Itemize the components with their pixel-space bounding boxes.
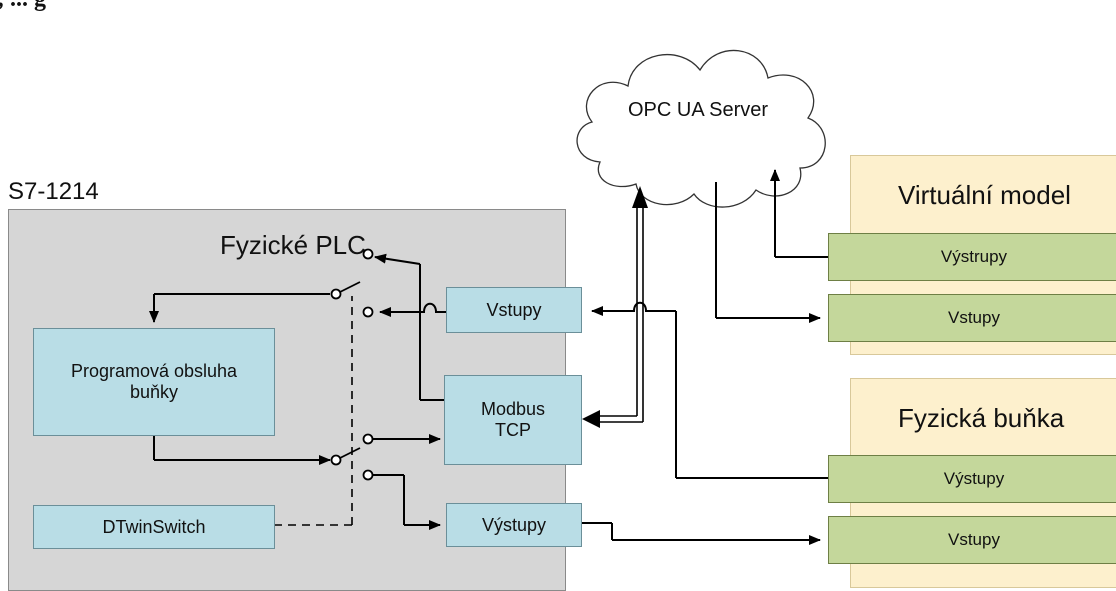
plc-inputs-block: Vstupy [446,287,582,333]
opc-ua-cloud-shape [576,49,826,208]
program-block: Programová obsluha buňky [33,328,275,436]
plc-model-label: S7-1214 [8,178,99,205]
dtwinswitch-block: DTwinSwitch [33,505,275,549]
cropped-heading: „ ... g [0,0,46,13]
opc-ua-server-label: OPC UA Server [628,99,769,121]
physical-inputs-block: Vstupy [828,516,1116,564]
plc-title: Fyzické PLC [220,230,366,260]
cloud-arrowhead [632,186,648,208]
diagram-connections [149,49,828,545]
virtual-inputs-block: Vstupy [828,294,1116,342]
modbus-arrowhead [582,410,600,428]
physical-cell-title: Fyzická buňka [898,403,1065,433]
virtual-outputs-block: Výstrupy [828,233,1116,281]
modbus-tcp-block: Modbus TCP [444,375,582,465]
virtual-model-title: Virtuální model [898,180,1071,210]
physical-outputs-block: Výstupy [828,455,1116,503]
plc-outputs-block: Výstupy [446,503,582,547]
